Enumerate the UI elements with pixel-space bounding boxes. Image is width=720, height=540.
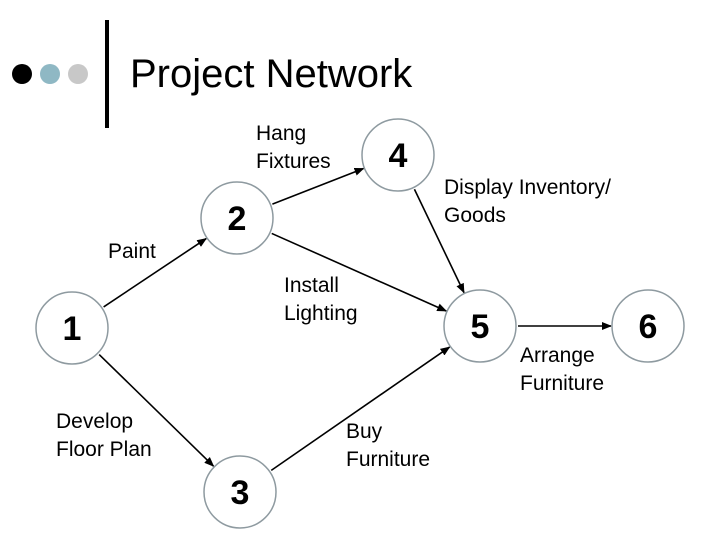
event-node-circle	[35, 291, 109, 365]
event-node-3: 3	[203, 455, 277, 529]
activity-arrow-4-5	[413, 188, 465, 294]
event-node-number: 4	[389, 137, 408, 175]
event-node-number: 5	[471, 308, 490, 346]
event-node-circle	[203, 455, 277, 529]
event-node-number: 3	[231, 474, 250, 512]
activity-arrow-3-5	[270, 346, 451, 472]
event-node-5: 5	[443, 289, 517, 363]
activity-arrow-2-4	[272, 167, 365, 205]
event-node-circle	[200, 181, 274, 255]
activity-label-display-inventory: Display Inventory/ Goods	[444, 176, 611, 227]
title-divider-bar	[105, 20, 109, 128]
activity-label-arrange-furniture: Arrange Furniture	[520, 344, 605, 395]
bullet-dot-black	[12, 64, 32, 84]
activity-label-install-lighting: Install Lighting	[284, 274, 358, 325]
event-node-1: 1	[35, 291, 109, 365]
page-title: Project Network	[130, 52, 413, 96]
bullet-dot-teal	[40, 64, 60, 84]
activity-arrow-1-2	[103, 237, 208, 308]
activity-label-buy-furniture: Buy Furniture	[346, 420, 431, 471]
activity-label-develop-floor-plan: Develop Floor Plan	[56, 410, 152, 461]
event-node-4: 4	[361, 118, 435, 192]
event-node-number: 6	[639, 308, 658, 346]
event-node-6: 6	[611, 289, 685, 363]
event-node-2: 2	[200, 181, 274, 255]
activity-arrow-1-3	[98, 353, 215, 467]
activity-label-hang-fixtures: Hang Fixtures	[256, 122, 331, 173]
activity-arrow-2-5	[271, 232, 448, 312]
event-node-circle	[361, 118, 435, 192]
event-node-number: 2	[228, 200, 247, 238]
bullet-dot-gray	[68, 64, 88, 84]
event-node-circle	[611, 289, 685, 363]
event-node-number: 1	[63, 310, 82, 348]
activity-label-paint: Paint	[108, 240, 156, 263]
event-node-circle	[443, 289, 517, 363]
